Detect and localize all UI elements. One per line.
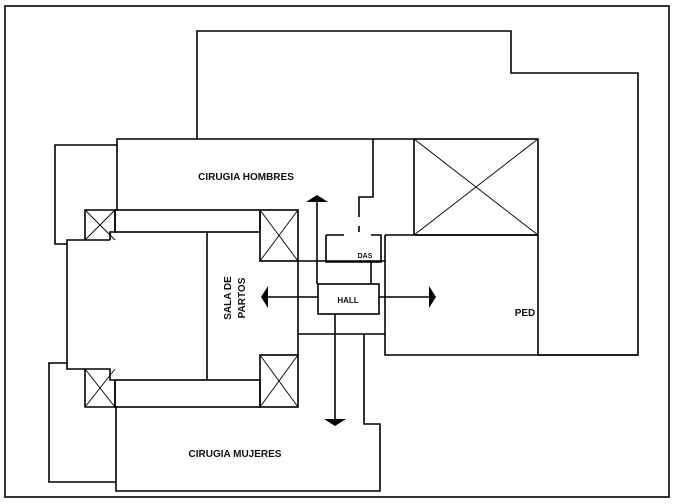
top-wing-outline bbox=[196, 30, 639, 356]
arrow-up bbox=[306, 195, 328, 284]
shaft-large bbox=[413, 138, 539, 236]
shaft-top-left bbox=[84, 209, 116, 240]
label-das: DAS bbox=[358, 253, 373, 260]
shaft-bottom-right-x2 bbox=[259, 354, 299, 408]
label-cirugia-mujeres: CIRUGIA MUJERES bbox=[189, 449, 282, 460]
cirugia-mujeres-outline bbox=[115, 334, 381, 492]
label-hall: HALL bbox=[337, 296, 358, 305]
das-room bbox=[325, 234, 382, 263]
left-block-outline bbox=[66, 239, 110, 370]
left-annex-bottom bbox=[48, 362, 116, 483]
label-sala-de-partos-1: SALA DE bbox=[223, 276, 234, 320]
bottom-corridor bbox=[114, 379, 261, 408]
arrow-down bbox=[324, 314, 346, 426]
label-sala-de-partos-2: PARTOS bbox=[237, 277, 248, 318]
label-ped: PED bbox=[515, 308, 536, 319]
ped-outline bbox=[384, 235, 638, 356]
left-annex-top bbox=[54, 144, 117, 245]
outer-frame bbox=[4, 5, 670, 498]
shaft-top-left-x2 bbox=[84, 209, 116, 241]
shaft-top-right-x2 bbox=[259, 209, 299, 262]
cirugia-hombres-outline bbox=[116, 138, 414, 210]
shaft-bottom-right bbox=[259, 354, 299, 408]
arrow-left bbox=[261, 286, 318, 308]
shaft-bottom-left-x2 bbox=[84, 368, 116, 408]
cirugia-hombres-inner-wall bbox=[358, 139, 374, 217]
shaft-large-x2 bbox=[413, 138, 539, 236]
arrow-right bbox=[379, 286, 436, 308]
top-corridor bbox=[114, 209, 261, 233]
shaft-top-right bbox=[259, 209, 299, 262]
label-cirugia-hombres: CIRUGIA HOMBRES bbox=[198, 172, 294, 183]
hall-box bbox=[317, 283, 380, 315]
